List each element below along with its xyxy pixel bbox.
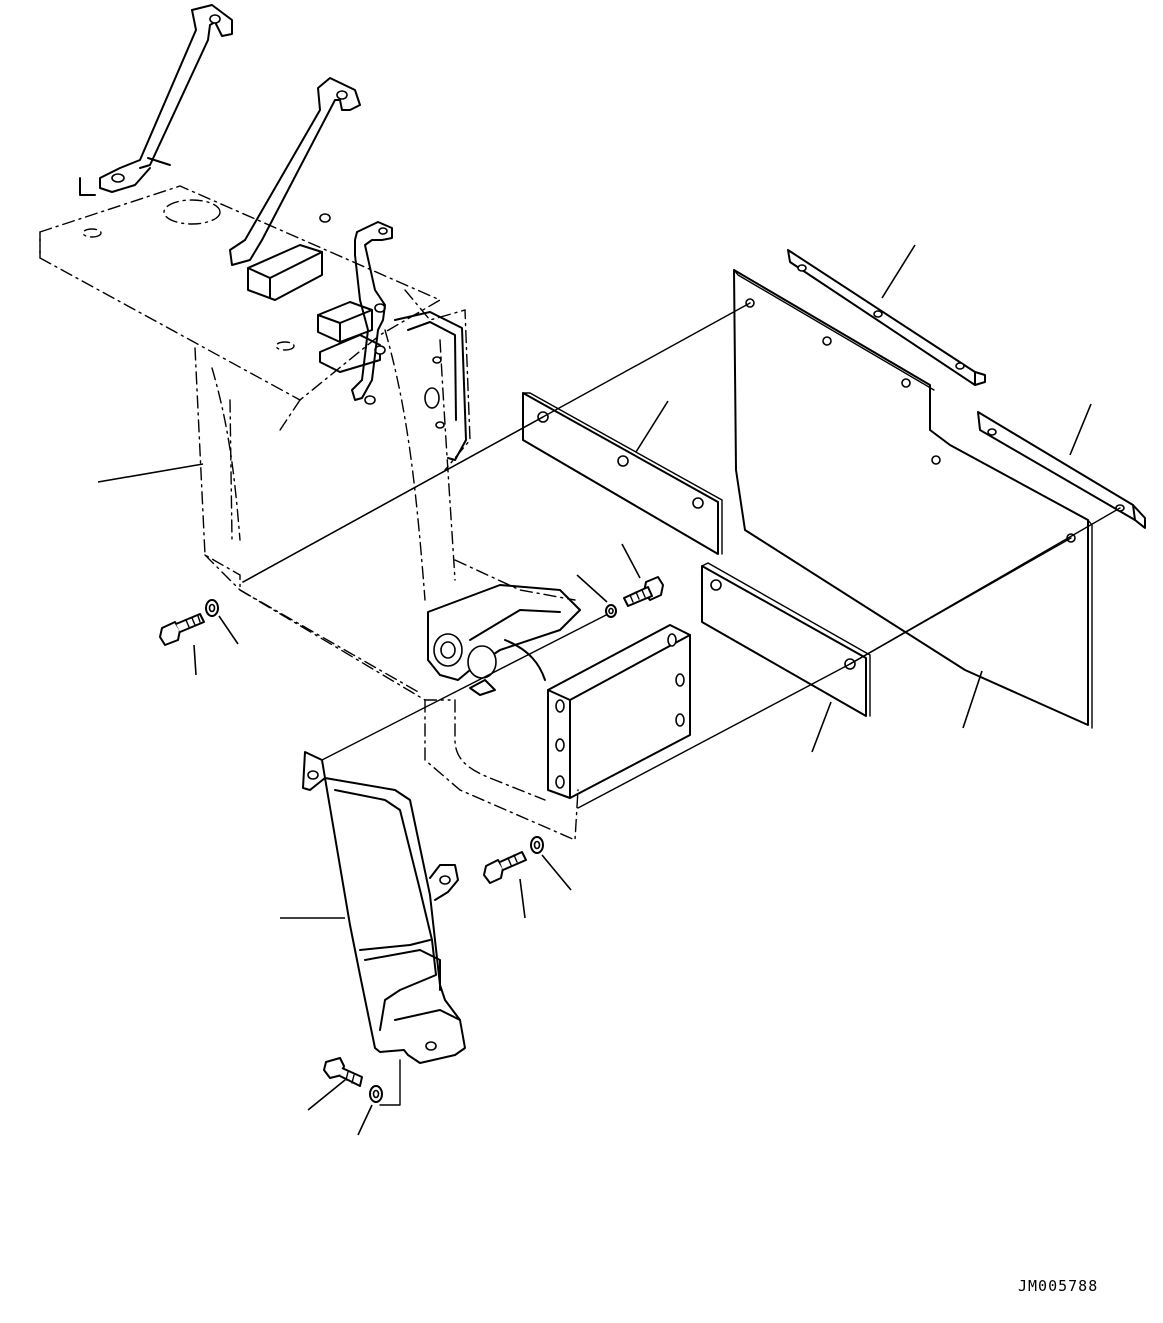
main-frame-phantom — [39, 185, 579, 842]
flap-mounting-bar-top — [787, 249, 986, 386]
flap-mounting-bar-right — [977, 411, 1146, 529]
washer-3 — [530, 836, 544, 854]
flap-plate-bottom — [701, 562, 871, 717]
bolt-2 — [623, 576, 664, 607]
upper-handle-bracket — [79, 4, 386, 373]
mud-flap — [733, 269, 1093, 729]
alignment-lines — [242, 302, 1121, 1106]
side-stay-bar — [351, 221, 467, 461]
leader-lines — [97, 244, 1092, 1136]
pivot-bracket — [427, 584, 581, 696]
rear-mount-plate — [547, 624, 691, 799]
bolt-3 — [483, 851, 527, 884]
washer-4 — [369, 1085, 383, 1103]
drawing-code: JM005788 — [1018, 1277, 1099, 1295]
washer-1 — [205, 599, 219, 617]
flap-plate-left — [522, 392, 723, 555]
bolt-1 — [159, 613, 205, 646]
bolt-4 — [323, 1057, 363, 1087]
lower-side-guard — [302, 751, 466, 1064]
washer-2 — [605, 604, 617, 618]
